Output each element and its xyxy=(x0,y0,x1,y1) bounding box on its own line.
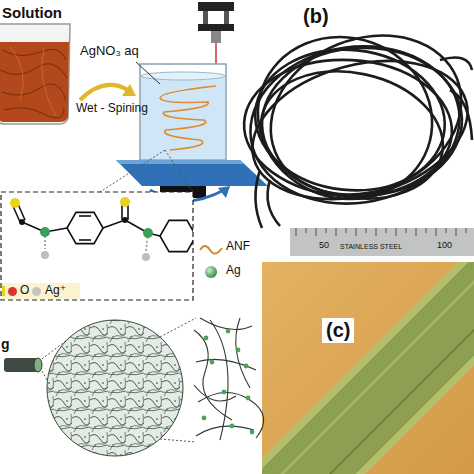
ruler-number: 100 xyxy=(437,240,452,250)
legend-swatch xyxy=(32,287,41,296)
ruler-number: 50 xyxy=(319,240,329,250)
panel-letter: (b) xyxy=(303,5,329,28)
legend-text: Ag xyxy=(226,264,241,278)
legend-text: Ag⁺ xyxy=(45,284,66,298)
solution-label: AgNO₃ aq xyxy=(80,44,139,59)
legend-swatch xyxy=(8,287,17,296)
process-label: Wet - Spining xyxy=(76,102,148,116)
panel-heading: g xyxy=(1,336,10,352)
ruler-text: STAINLESS STEEL xyxy=(340,243,402,251)
legend-text: O xyxy=(20,284,29,298)
panel-letter: (c) xyxy=(322,318,354,343)
panel-heading: Solution xyxy=(2,4,62,21)
legend-text: ANF xyxy=(226,240,250,254)
